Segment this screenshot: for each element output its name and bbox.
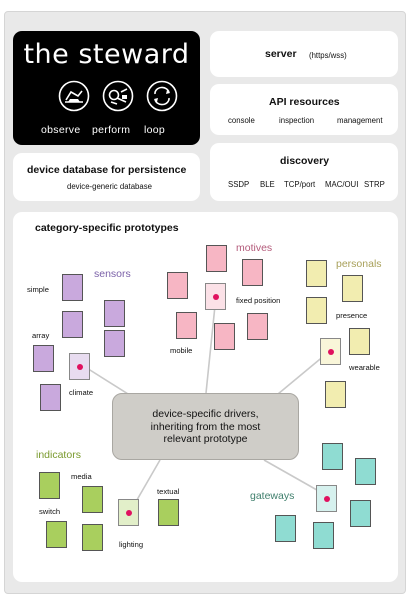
indicators-prototype-box bbox=[158, 499, 179, 526]
steward-box: the steward observe perform loop bbox=[13, 31, 200, 145]
device-database-card: device database for persistence device-g… bbox=[13, 153, 200, 201]
motives-prototype-box bbox=[214, 323, 235, 350]
api-resources-card: API resources console inspection managem… bbox=[210, 84, 398, 135]
discovery-title: discovery bbox=[280, 155, 330, 167]
sensors-prototype-box bbox=[62, 311, 83, 338]
selected-dot bbox=[77, 364, 83, 370]
sensors-prototype-box bbox=[104, 330, 125, 357]
indicators-lighting-label: lighting bbox=[119, 540, 144, 549]
sensors-simple-label: simple bbox=[27, 285, 49, 294]
sensors-label: sensors bbox=[94, 268, 131, 280]
hub-line-3: relevant prototype bbox=[163, 433, 248, 445]
database-subtitle: device-generic database bbox=[67, 182, 152, 191]
selected-dot bbox=[324, 496, 330, 502]
indicators-textual-label: textual bbox=[157, 487, 180, 496]
observe-icon bbox=[58, 80, 90, 112]
loop-label: loop bbox=[144, 124, 166, 136]
drivers-hub: device-specific drivers, inheriting from… bbox=[112, 393, 299, 460]
indicators-label: indicators bbox=[36, 449, 81, 461]
discovery-ble: BLE bbox=[260, 180, 275, 189]
gateways-label: gateways bbox=[250, 490, 295, 502]
indicators-switch-label: switch bbox=[39, 507, 61, 516]
motives-selected-prototype bbox=[205, 283, 226, 310]
personals-selected-prototype bbox=[320, 338, 341, 365]
motives-fixed-position-label: fixed position bbox=[236, 296, 281, 305]
prototypes-title: category-specific prototypes bbox=[35, 222, 179, 234]
discovery-tcp-port: TCP/port bbox=[284, 180, 316, 189]
server-title: server bbox=[265, 48, 297, 60]
steward-title: the steward bbox=[23, 39, 190, 70]
selected-dot bbox=[126, 510, 132, 516]
motives-prototype-box bbox=[247, 313, 268, 340]
api-item-management: management bbox=[337, 116, 383, 125]
gateways-prototype-box bbox=[322, 443, 343, 470]
discovery-mac-oui: MAC/OUI bbox=[325, 180, 359, 189]
sensors-climate-label: climate bbox=[69, 388, 94, 397]
sensors-prototype-box bbox=[40, 384, 61, 411]
api-item-console: console bbox=[228, 116, 255, 125]
sensors-prototype-box bbox=[104, 300, 125, 327]
personals-prototype-box bbox=[349, 328, 370, 355]
perform-icon bbox=[102, 80, 134, 112]
indicators-prototype-box bbox=[82, 486, 103, 513]
personals-label: personals bbox=[336, 258, 382, 270]
sensors-selected-prototype bbox=[69, 353, 90, 380]
indicators-selected-prototype bbox=[118, 499, 139, 526]
indicators-prototype-box bbox=[39, 472, 60, 499]
sensors-prototype-box bbox=[62, 274, 83, 301]
gateways-selected-prototype bbox=[316, 485, 337, 512]
motives-prototype-box bbox=[167, 272, 188, 299]
hub-line-1: device-specific drivers, bbox=[152, 408, 259, 420]
sensors-prototype-box bbox=[33, 345, 54, 372]
personals-prototype-box bbox=[306, 297, 327, 324]
database-title: device database for persistence bbox=[27, 164, 187, 176]
personals-prototype-box bbox=[306, 260, 327, 287]
discovery-card: discovery SSDP BLE TCP/port MAC/OUI STRP bbox=[210, 143, 398, 201]
selected-dot bbox=[213, 294, 219, 300]
motives-prototype-box bbox=[242, 259, 263, 286]
motives-prototype-box bbox=[206, 245, 227, 272]
api-item-inspection: inspection bbox=[279, 116, 315, 125]
gateways-prototype-box bbox=[275, 515, 296, 542]
personals-prototype-box bbox=[325, 381, 346, 408]
gateways-prototype-box bbox=[350, 500, 371, 527]
server-card: server (https/wss) bbox=[210, 31, 398, 77]
discovery-strp: STRP bbox=[364, 180, 385, 189]
personals-presence-label: presence bbox=[336, 311, 368, 320]
indicators-prototype-box bbox=[82, 524, 103, 551]
server-subtitle: (https/wss) bbox=[309, 51, 347, 60]
personals-wearable-label: wearable bbox=[349, 363, 380, 372]
gateways-prototype-box bbox=[355, 458, 376, 485]
loop-icon bbox=[146, 80, 178, 112]
discovery-ssdp: SSDP bbox=[228, 180, 250, 189]
perform-label: perform bbox=[92, 124, 131, 136]
motives-mobile-label: mobile bbox=[170, 346, 193, 355]
personals-prototype-box bbox=[342, 275, 363, 302]
hub-text: device-specific drivers, inheriting from… bbox=[113, 408, 298, 446]
gateways-prototype-box bbox=[313, 522, 334, 549]
motives-label: motives bbox=[236, 242, 273, 254]
indicators-prototype-box bbox=[46, 521, 67, 548]
indicators-media-label: media bbox=[71, 472, 92, 481]
sensors-array-label: array bbox=[32, 331, 50, 340]
observe-label: observe bbox=[41, 124, 81, 136]
selected-dot bbox=[328, 349, 334, 355]
hub-line-2: inheriting from the most bbox=[150, 420, 261, 433]
motives-prototype-box bbox=[176, 312, 197, 339]
api-title: API resources bbox=[269, 96, 340, 108]
